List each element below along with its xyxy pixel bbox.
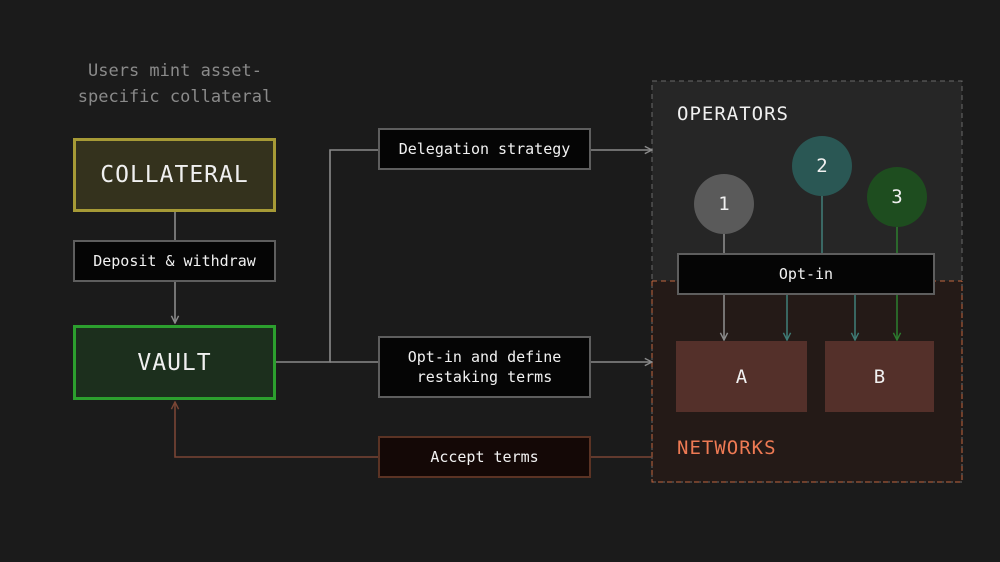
optin-bar: Opt-in xyxy=(677,253,935,295)
accept-terms-label: Accept terms xyxy=(378,436,591,478)
collateral-note: Users mint asset- specific collateral xyxy=(77,61,273,107)
delegation-strategy-label: Delegation strategy xyxy=(378,128,591,170)
operator-1-node: 1 xyxy=(694,174,754,234)
operators-title: OPERATORS xyxy=(677,103,789,125)
network-a-box: A xyxy=(676,341,807,412)
vault-box: VAULT xyxy=(73,325,276,400)
networks-panel-border xyxy=(651,281,963,483)
accept-to-vault-arrow xyxy=(175,402,378,458)
network-b-box: B xyxy=(825,341,934,412)
collateral-box: COLLATERAL xyxy=(73,138,276,212)
operator-2-node: 2 xyxy=(792,136,852,196)
deposit-withdraw-label: Deposit & withdraw xyxy=(73,240,276,282)
operator-3-node: 3 xyxy=(867,167,927,227)
networks-title: NETWORKS xyxy=(677,437,777,459)
optin-define-terms-label: Opt-in and define restaking terms xyxy=(378,336,591,398)
vault-to-delegation-line xyxy=(276,149,378,363)
